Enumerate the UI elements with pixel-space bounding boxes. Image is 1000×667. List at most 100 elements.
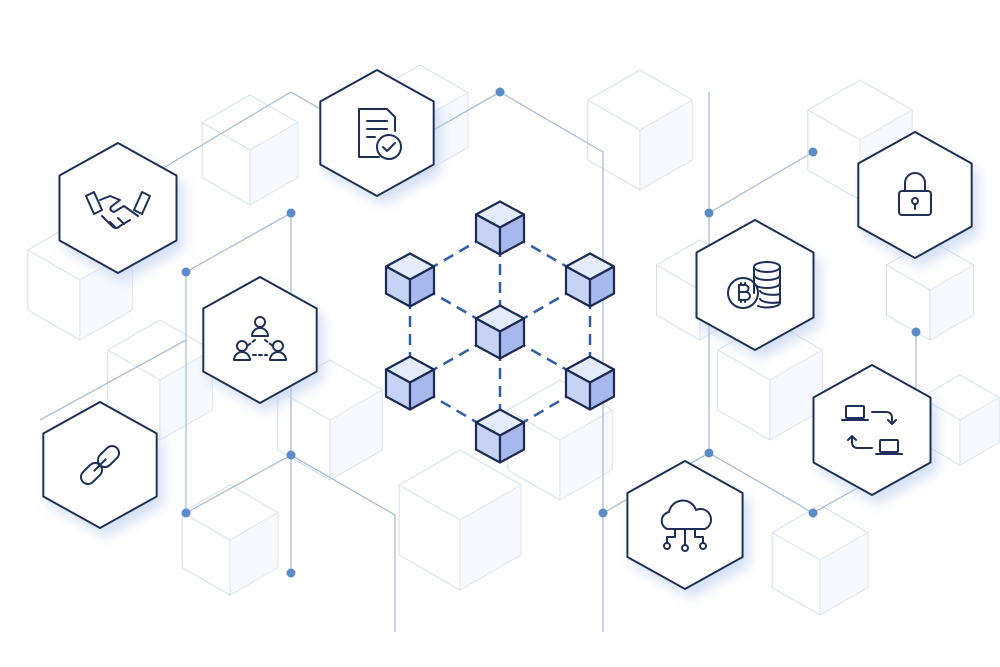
handshake-icon xyxy=(85,191,151,229)
node-dot xyxy=(181,267,191,277)
wireframe-cube xyxy=(920,374,1000,466)
lock-icon-part xyxy=(898,190,932,216)
block-cube xyxy=(474,408,526,464)
wireframe-cube xyxy=(201,94,299,206)
lock-icon-part xyxy=(904,172,926,192)
bitcoin-coins-icon-part xyxy=(738,282,751,303)
cube-right xyxy=(498,421,526,464)
connector-line xyxy=(290,454,396,632)
lock-icon xyxy=(898,172,932,216)
hex-badge xyxy=(812,364,932,496)
cube-right xyxy=(588,265,616,308)
block-cube xyxy=(474,200,526,256)
wireframe-edge xyxy=(201,94,299,206)
network-people-icon xyxy=(233,316,287,361)
wireframe-face xyxy=(930,265,974,340)
wireframe-face xyxy=(820,532,868,615)
connector-line xyxy=(708,151,814,214)
hex-badge xyxy=(626,460,744,590)
wireframe-cube xyxy=(507,379,613,501)
node-dot xyxy=(495,87,505,97)
hex-frame xyxy=(812,364,932,496)
bitcoin-coins-icon xyxy=(727,261,781,309)
connector-line xyxy=(499,91,604,632)
block-cube xyxy=(564,355,616,411)
handshake-icon-part xyxy=(85,191,151,229)
bitcoin-coins-icon-part xyxy=(727,277,759,309)
certificate-icon-part xyxy=(358,108,396,158)
connector-line xyxy=(39,339,187,421)
certificate-icon-part xyxy=(382,142,396,152)
hex-badge xyxy=(202,276,318,404)
wireframe-cube xyxy=(398,449,522,591)
cloud-network-icon-part xyxy=(663,542,671,550)
cube-right xyxy=(588,368,616,411)
chain-link-icon-part xyxy=(79,444,121,486)
cube-right xyxy=(498,213,526,256)
cube-cluster xyxy=(384,200,616,464)
hex-frame xyxy=(58,142,178,274)
wireframe-edge xyxy=(507,379,613,501)
wireframe-cube xyxy=(771,504,869,616)
hex-badge xyxy=(857,131,973,259)
background-grid xyxy=(27,64,1000,616)
wireframe-edge xyxy=(717,319,823,441)
wireframe-edge xyxy=(920,374,1000,466)
node-dot xyxy=(704,448,714,458)
wireframe-edge xyxy=(587,69,693,191)
block-cube xyxy=(384,252,436,308)
hex-badge xyxy=(42,401,158,529)
wireframe-face xyxy=(330,390,383,480)
network-people-icon-part xyxy=(251,327,269,337)
hex-frame xyxy=(202,276,318,404)
wireframe-face xyxy=(960,397,1000,465)
cloud-network-icon-part xyxy=(681,544,689,552)
computer-transfer-icon xyxy=(841,405,903,455)
wireframe-face xyxy=(640,100,693,190)
computer-transfer-icon-part xyxy=(845,405,865,419)
certificate-icon-part xyxy=(376,134,402,160)
certificate-icon xyxy=(358,108,402,160)
node-dot xyxy=(704,208,714,218)
cube-right xyxy=(408,368,436,411)
cloud-network-icon-part xyxy=(660,499,712,546)
network-people-icon-part xyxy=(246,339,274,356)
network-people-icon-part xyxy=(233,351,251,361)
computer-transfer-icon-part xyxy=(847,411,897,449)
node-dot xyxy=(911,327,921,337)
node-dot xyxy=(808,147,818,157)
node-dots xyxy=(181,87,921,578)
wireframe-edge xyxy=(771,504,869,616)
node-dot xyxy=(181,508,191,518)
wireframe-cube xyxy=(717,319,823,441)
wireframe-face xyxy=(230,512,278,595)
block-cube xyxy=(384,355,436,411)
wireframe-face xyxy=(460,485,521,590)
wireframe-edge xyxy=(27,219,133,341)
hex-frame xyxy=(857,131,973,259)
wireframe-edge xyxy=(398,449,522,591)
node-dot xyxy=(286,450,296,460)
hex-badge xyxy=(695,219,815,351)
wireframe-cube xyxy=(181,484,279,596)
node-dot xyxy=(598,508,608,518)
wireframe-cube xyxy=(587,69,693,191)
cloud-network-icon xyxy=(660,499,712,552)
chain-link-icon xyxy=(79,444,121,486)
wireframe-cube xyxy=(277,359,383,481)
wireframe-cube xyxy=(886,239,974,341)
hex-badge xyxy=(319,69,435,197)
wireframe-edge xyxy=(107,319,213,441)
node-dot xyxy=(808,508,818,518)
wireframe-edge xyxy=(277,359,383,481)
network-people-icon-part xyxy=(269,351,287,361)
node-dot xyxy=(286,568,296,578)
cloud-network-icon-part xyxy=(699,542,707,550)
computer-transfer-icon-part xyxy=(879,439,899,453)
block-cube xyxy=(474,304,526,360)
cube-right xyxy=(408,265,436,308)
hex-frame xyxy=(319,69,435,197)
hex-frame xyxy=(626,460,744,590)
